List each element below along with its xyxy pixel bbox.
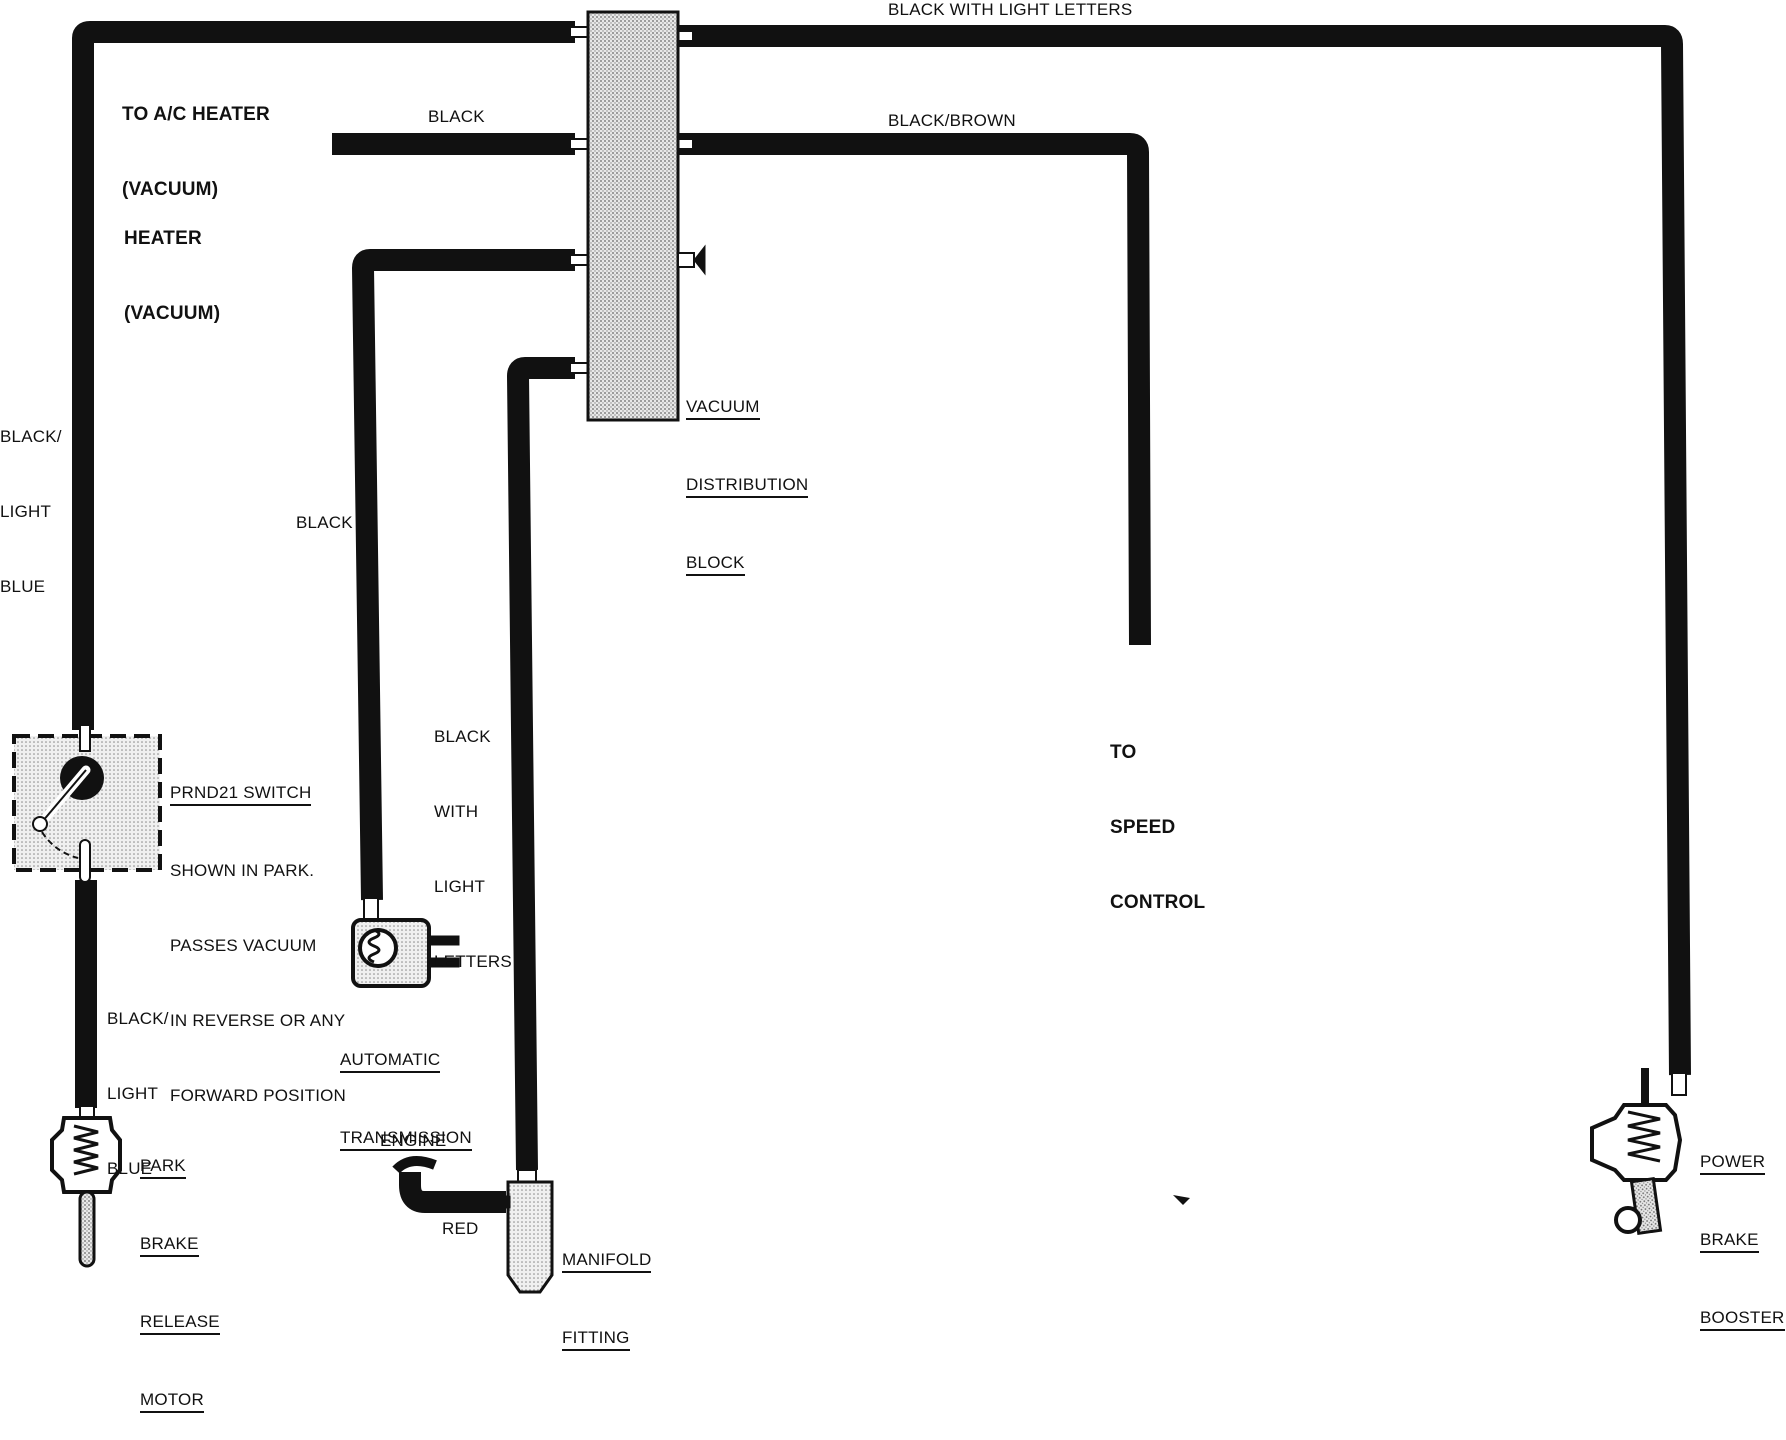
label-black-top: BLACK [428, 107, 485, 126]
vacuum-distribution-block [586, 10, 680, 422]
label-line: CONTROL [1110, 892, 1206, 913]
label-line: VACUUM [686, 395, 760, 420]
label-red: RED [442, 1219, 479, 1238]
label-black-with-light-letters: BLACK WITH LIGHT LETTERS [434, 674, 512, 999]
hose-black-manifold [507, 357, 575, 1171]
label-line: RELEASE [140, 1310, 220, 1335]
label-line: SHOWN IN PARK. [170, 861, 315, 880]
hose-top-right [678, 25, 1691, 1076]
label-vacuum-distribution-block: VACUUM DISTRIBUTION BLOCK [686, 344, 809, 603]
label-line: SPEED [1110, 817, 1176, 838]
label-park-brake-release-motor: PARK BRAKE RELEASE MOTOR [140, 1103, 220, 1440]
label-line: PRND21 SWITCH [170, 781, 312, 806]
label-line: BLACK [434, 727, 491, 746]
label-line: LIGHT [0, 502, 52, 521]
hose-black-transmission [352, 249, 575, 901]
label-line: BLUE [0, 577, 46, 596]
label-manifold-fitting: MANIFOLD FITTING [562, 1197, 652, 1378]
label-line: TRANSMISSION [340, 1126, 472, 1151]
label-line: BOOSTER [1700, 1306, 1785, 1331]
label-black-mid: BLACK [296, 513, 353, 532]
label-automatic-transmission: AUTOMATIC TRANSMISSION [340, 997, 472, 1178]
label-engine: ENGINE [380, 1131, 447, 1150]
stub-trans [569, 254, 589, 266]
label-line: PARK [140, 1154, 186, 1179]
label-line: BLUE [107, 1159, 153, 1178]
power-brake-booster-icon [1590, 1068, 1687, 1235]
label-power-brake-booster: POWER BRAKE BOOSTER [1700, 1099, 1785, 1358]
label-ac-heater: TO A/C HEATER (VACUUM) [122, 52, 270, 227]
label-line: MOTOR [140, 1388, 204, 1413]
manifold-fitting-icon [503, 1169, 554, 1294]
stub-manifold [569, 362, 589, 374]
hose-red-engine [399, 1172, 506, 1213]
label-top-hose: BLACK WITH LIGHT LETTERS [888, 0, 1133, 19]
label-line: BRAKE [140, 1232, 199, 1257]
hose-top-left [72, 21, 575, 730]
label-ac-heater-line: (VACUUM) [122, 179, 219, 200]
park-brake-release-motor-icon [50, 1105, 122, 1268]
label-line: WITH [434, 802, 479, 821]
automatic-transmission-icon [351, 897, 460, 988]
label-to-speed-control: TO SPEED CONTROL [1110, 690, 1205, 940]
label-heater-line: (VACUUM) [124, 303, 221, 324]
label-heater-line: HEATER [124, 228, 202, 249]
label-line: TO [1110, 742, 1137, 763]
label-line: POWER [1700, 1150, 1766, 1175]
label-line: DISTRIBUTION [686, 473, 809, 498]
block-plug-icon [677, 244, 706, 276]
label-line: AUTOMATIC [340, 1048, 441, 1073]
label-black-light-blue-upper: BLACK/ LIGHT BLUE [0, 374, 62, 624]
label-line: LIGHT [434, 877, 486, 896]
speck-mark [1173, 1195, 1190, 1205]
label-ac-heater-line: TO A/C HEATER [122, 104, 270, 125]
engine-hose-end [392, 1156, 437, 1174]
label-line: LIGHT [107, 1084, 159, 1103]
label-line: PASSES VACUUM [170, 936, 317, 955]
vacuum-diagram [12, 10, 1691, 1294]
label-black-light-blue-lower: BLACK/ LIGHT BLUE [107, 956, 169, 1206]
label-line: MANIFOLD [562, 1248, 652, 1273]
label-line: BLOCK [686, 551, 745, 576]
label-line: FITTING [562, 1326, 630, 1351]
label-heater: HEATER (VACUUM) [124, 176, 220, 351]
stub-top-left [569, 26, 589, 38]
label-line: BLACK/ [0, 427, 62, 446]
stub-black-left [569, 138, 589, 150]
label-line: IN REVERSE OR ANY [170, 1011, 346, 1030]
hose-black-brown [678, 133, 1151, 646]
label-prnd21-switch: PRND21 SWITCH SHOWN IN PARK. PASSES VACU… [170, 730, 346, 1133]
label-line: BLACK/ [107, 1009, 169, 1028]
label-black-brown: BLACK/BROWN [888, 111, 1016, 130]
label-line: BRAKE [1700, 1228, 1759, 1253]
label-line: FORWARD POSITION [170, 1086, 347, 1105]
label-line: LETTERS [434, 952, 512, 971]
prnd21-switch [12, 724, 162, 883]
